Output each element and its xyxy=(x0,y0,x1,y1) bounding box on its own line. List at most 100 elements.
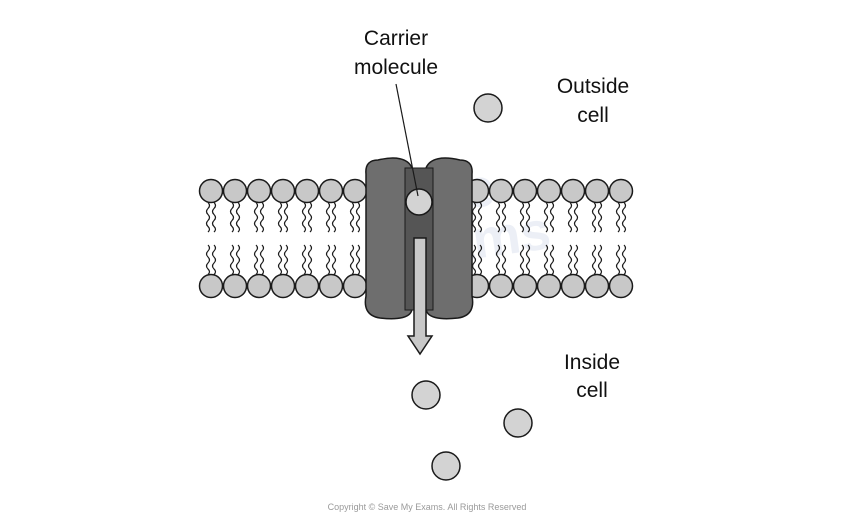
phospholipid-tail xyxy=(525,244,531,275)
phospholipid-tail xyxy=(471,202,477,233)
phospholipid-head-inner xyxy=(318,273,344,299)
carrier-label-leader xyxy=(395,83,419,197)
phospholipid-tail xyxy=(349,244,355,275)
phospholipid-head-inner xyxy=(294,273,320,299)
phospholipid-head-inner xyxy=(488,273,514,299)
phospholipid-head-inner xyxy=(536,273,562,299)
phospholipid-tail xyxy=(591,244,597,275)
molecule-outside xyxy=(473,93,503,123)
phospholipid-tail xyxy=(253,202,259,233)
phospholipid-tail xyxy=(283,202,289,233)
molecule-in-carrier xyxy=(405,188,433,216)
phospholipid-head-outer xyxy=(488,178,514,204)
phospholipid-head-outer xyxy=(270,178,296,204)
phospholipid-tail xyxy=(525,202,531,233)
phospholipid-tail xyxy=(253,244,259,275)
molecule-inside-3 xyxy=(431,451,461,481)
phospholipid-tail xyxy=(307,202,313,233)
carrier-protein-right-half xyxy=(425,157,474,320)
phospholipid-tail xyxy=(543,244,549,275)
inside-cell-label-line-1: Inside xyxy=(564,351,620,374)
phospholipid-heads xyxy=(198,178,634,299)
molecule-inside-2 xyxy=(503,408,533,438)
phospholipid-head-outer xyxy=(198,178,224,204)
phospholipid-tail xyxy=(259,202,265,233)
phospholipid-tail xyxy=(621,244,627,275)
phospholipid-tail xyxy=(325,244,331,275)
phospholipid-tail xyxy=(543,202,549,233)
phospholipid-tail xyxy=(477,244,483,275)
phospholipid-head-inner xyxy=(560,273,586,299)
phospholipid-tail xyxy=(621,202,627,233)
phospholipid-tail xyxy=(355,244,361,275)
carrier-label-line-1: Carrier xyxy=(364,27,428,50)
carrier-label-line-2: molecule xyxy=(354,56,438,79)
phospholipid-tail xyxy=(567,244,573,275)
phospholipid-tail xyxy=(567,202,573,233)
phospholipid-tail xyxy=(205,244,211,275)
phospholipid-head-outer xyxy=(512,178,538,204)
phospholipid-head-outer xyxy=(246,178,272,204)
phospholipid-tail xyxy=(325,202,331,233)
phospholipid-tail xyxy=(597,244,603,275)
phospholipid-tail xyxy=(211,244,217,275)
phospholipid-tail xyxy=(211,202,217,233)
phospholipid-tail xyxy=(573,202,579,233)
transport-arrow xyxy=(406,237,434,356)
phospholipid-tail xyxy=(573,244,579,275)
phospholipid-head-outer xyxy=(608,178,634,204)
phospholipid-tail xyxy=(495,244,501,275)
phospholipid-tail xyxy=(331,244,337,275)
phospholipid-tail xyxy=(615,244,621,275)
phospholipid-tail xyxy=(205,202,211,233)
phospholipid-tail xyxy=(355,202,361,233)
phospholipid-head-inner xyxy=(222,273,248,299)
phospholipid-tail xyxy=(471,244,477,275)
phospholipid-head-outer xyxy=(584,178,610,204)
phospholipid-head-outer xyxy=(318,178,344,204)
phospholipid-tail xyxy=(501,202,507,233)
phospholipid-tail xyxy=(235,202,241,233)
phospholipid-tail xyxy=(283,244,289,275)
phospholipid-head-inner xyxy=(342,273,368,299)
phospholipid-tail xyxy=(591,202,597,233)
phospholipid-tail xyxy=(307,244,313,275)
phospholipid-head-inner xyxy=(584,273,610,299)
phospholipid-tail xyxy=(301,202,307,233)
phospholipid-head-inner xyxy=(512,273,538,299)
phospholipid-head-inner xyxy=(608,273,634,299)
phospholipid-tail xyxy=(549,202,555,233)
phospholipid-tail xyxy=(495,202,501,233)
inside-cell-label-line-2: cell xyxy=(576,379,608,402)
phospholipid-head-inner xyxy=(246,273,272,299)
phospholipid-tail xyxy=(277,202,283,233)
phospholipid-tail xyxy=(259,244,265,275)
phospholipid-head-outer xyxy=(222,178,248,204)
phospholipid-tail xyxy=(235,244,241,275)
phospholipid-head-outer xyxy=(536,178,562,204)
phospholipid-head-outer xyxy=(342,178,368,204)
phospholipid-tail xyxy=(349,202,355,233)
phospholipid-tail xyxy=(501,244,507,275)
phospholipid-head-inner xyxy=(270,273,296,299)
phospholipid-tail xyxy=(597,202,603,233)
phospholipid-tail xyxy=(277,244,283,275)
phospholipid-tail xyxy=(229,202,235,233)
phospholipid-tail xyxy=(549,244,555,275)
phospholipid-tails xyxy=(205,202,627,275)
phospholipid-tail xyxy=(519,244,525,275)
phospholipid-head-outer xyxy=(294,178,320,204)
copyright-notice: Copyright © Save My Exams. All Rights Re… xyxy=(328,502,527,512)
phospholipid-tail xyxy=(615,202,621,233)
phospholipid-tail xyxy=(477,202,483,233)
carrier-protein-left-half xyxy=(364,157,413,320)
phospholipid-head-inner xyxy=(198,273,224,299)
phospholipid-head-outer xyxy=(560,178,586,204)
phospholipid-tail xyxy=(229,244,235,275)
phospholipid-tail xyxy=(331,202,337,233)
outside-cell-label-line-2: cell xyxy=(577,104,609,127)
phospholipid-tail xyxy=(301,244,307,275)
outside-cell-label-line-1: Outside xyxy=(557,75,629,98)
molecule-inside-1 xyxy=(411,380,441,410)
